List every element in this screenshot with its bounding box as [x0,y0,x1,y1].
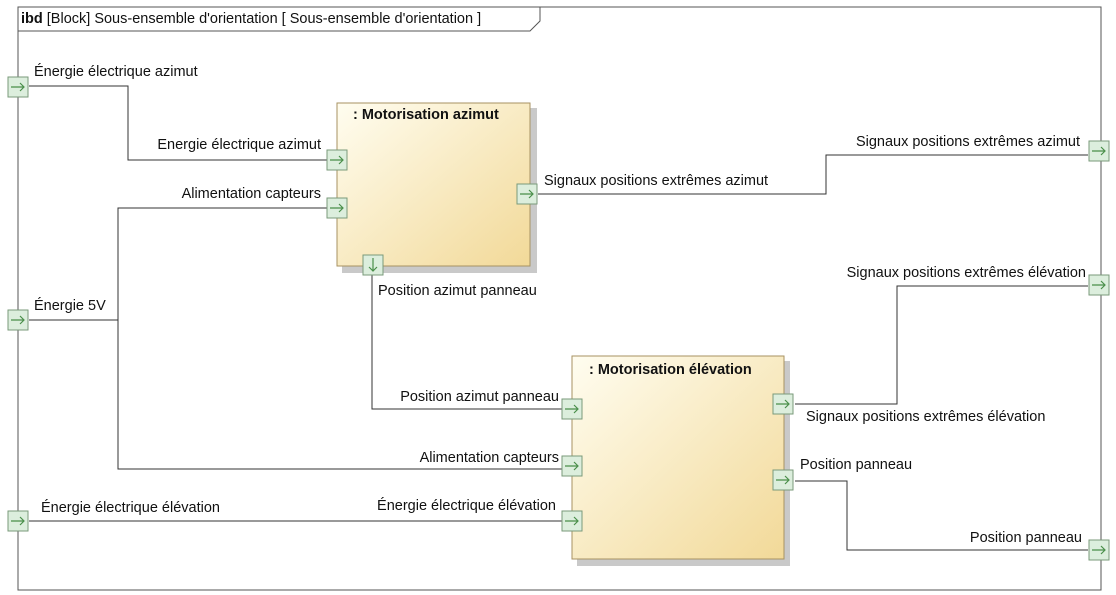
elevation-port-label-alimentation: Alimentation capteurs [419,450,559,466]
block-azimut-title: : Motorisation azimut [353,107,499,123]
boundary-port-signaux-elevation[interactable] [1088,274,1110,296]
port-arrow-icon [1092,280,1106,290]
block-motorisation-elevation[interactable] [571,355,785,560]
diagram-frame-title: ibd [Block] Sous-ensemble d'orientation … [21,11,481,27]
elevation-port-signaux[interactable] [772,393,794,415]
frame-title-tab [18,7,541,32]
frame-kind: ibd [21,11,43,27]
port-arrow-icon [11,516,25,526]
connector-position-azimut[interactable] [371,275,562,410]
azimut-port-label-signaux: Signaux positions extrêmes azimut [544,173,769,189]
port-arrow-icon [368,258,378,272]
port-arrow-icon [11,315,25,325]
boundary-port-energie-azimut[interactable] [7,76,29,98]
boundary-port-position-panneau[interactable] [1088,539,1110,561]
diagram-frame [17,6,1102,591]
port-arrow-icon [565,404,579,414]
connector-signaux-azimut[interactable] [538,154,1088,195]
azimut-port-energie[interactable] [326,149,348,171]
azimut-port-label-position: Position azimut panneau [378,283,537,299]
elevation-port-energie[interactable] [561,510,583,532]
connector-alimentation-azimut[interactable] [117,207,327,320]
port-arrow-icon [330,203,344,213]
elevation-port-label-signaux: Signaux positions extrêmes élévation [806,409,1046,425]
azimut-port-alimentation[interactable] [326,197,348,219]
elevation-port-label-energie: Énergie électrique élévation [377,498,556,514]
port-label-position-panneau: Position panneau [969,530,1082,546]
boundary-port-energie-5v[interactable] [7,309,29,331]
port-arrow-icon [1092,146,1106,156]
port-label-energie-elevation: Énergie électrique élévation [41,500,220,516]
port-label-energie-azimut: Énergie électrique azimut [34,64,198,80]
boundary-port-signaux-azimut[interactable] [1088,140,1110,162]
elevation-port-label-position-panneau: Position panneau [800,457,913,473]
port-arrow-icon [330,155,344,165]
port-arrow-icon [776,399,790,409]
port-label-signaux-elevation: Signaux positions extrêmes élévation [846,265,1086,281]
elevation-port-alimentation[interactable] [561,455,583,477]
port-arrow-icon [11,82,25,92]
port-label-signaux-azimut: Signaux positions extrêmes azimut [855,134,1080,150]
connector-position-panneau[interactable] [795,480,1088,551]
azimut-port-label-energie: Energie électrique azimut [157,137,321,153]
azimut-port-position[interactable] [362,254,384,276]
port-arrow-icon [776,475,790,485]
port-label-energie-5v: Énergie 5V [34,298,106,314]
port-arrow-icon [1092,545,1106,555]
port-arrow-icon [565,461,579,471]
block-elevation-title: : Motorisation élévation [589,362,752,378]
azimut-port-signaux[interactable] [516,183,538,205]
azimut-port-label-alimentation: Alimentation capteurs [181,186,321,202]
connector-signaux-elevation[interactable] [795,285,1088,405]
elevation-port-position-panneau[interactable] [772,469,794,491]
boundary-port-energie-elevation[interactable] [7,510,29,532]
port-arrow-icon [520,189,534,199]
connector-alimentation-elevation[interactable] [117,320,562,470]
elevation-port-position[interactable] [561,398,583,420]
connector-energie-azimut[interactable] [29,85,327,161]
block-motorisation-azimut[interactable] [336,102,531,267]
frame-title-text: [Block] Sous-ensemble d'orientation [ So… [46,11,482,27]
port-arrow-icon [565,516,579,526]
elevation-port-label-position: Position azimut panneau [400,389,559,405]
